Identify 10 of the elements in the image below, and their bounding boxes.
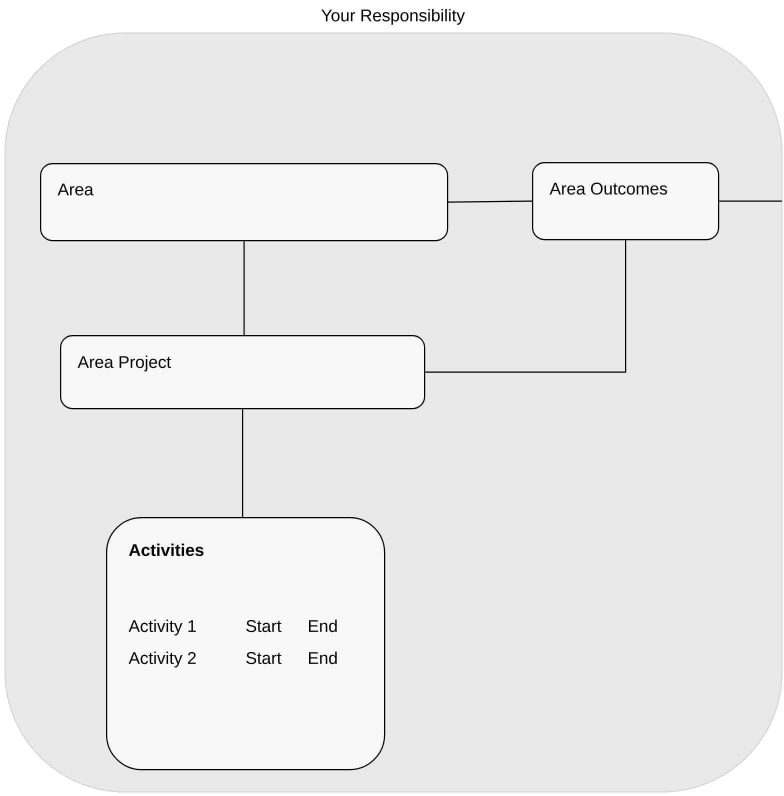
connector-line	[425, 240, 626, 373]
container-heading: Your Responsibility	[321, 8, 465, 25]
process-box: Area Project	[60, 335, 426, 410]
activities-box: Activities Activity 1 Start End Activity 2 Start End	[106, 517, 386, 770]
connector-line	[448, 200, 532, 203]
connector-line	[719, 200, 782, 202]
process-box: Area Outcomes	[532, 162, 720, 240]
connector-line	[242, 409, 244, 517]
process-box: Area	[40, 163, 448, 242]
connector-line	[244, 241, 245, 335]
